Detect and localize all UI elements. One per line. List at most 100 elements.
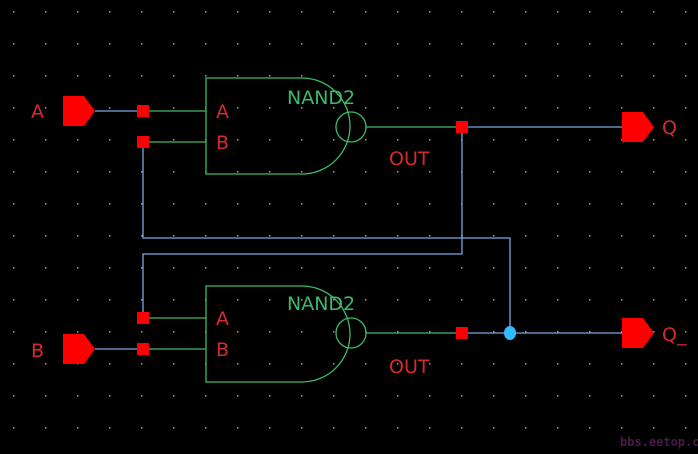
grid-dot [109, 75, 111, 77]
grid-dot [13, 331, 15, 333]
grid-dot [429, 139, 431, 141]
grid-dot [45, 171, 47, 173]
grid-dot [685, 107, 687, 109]
gate1-pin-b-label: B [216, 132, 229, 154]
grid-dot [269, 363, 271, 365]
grid-dot [557, 427, 559, 429]
grid-dot [109, 139, 111, 141]
grid-dot [653, 171, 655, 173]
grid-dot [493, 107, 495, 109]
grid-dot [365, 11, 367, 13]
grid-dot [397, 203, 399, 205]
grid-dot [205, 427, 207, 429]
grid-dot [685, 203, 687, 205]
grid-dot [13, 171, 15, 173]
grid-dot [525, 427, 527, 429]
grid-dot [237, 331, 239, 333]
grid-dot [557, 139, 559, 141]
grid-dot [397, 171, 399, 173]
grid-dot [589, 331, 591, 333]
pin-square[interactable] [137, 136, 149, 148]
grid-dot [141, 363, 143, 365]
grid-dot [397, 139, 399, 141]
grid-dot [173, 139, 175, 141]
grid-dot [237, 203, 239, 205]
grid-dot [77, 427, 79, 429]
output-pin-q[interactable] [622, 112, 654, 142]
grid-dot [13, 139, 15, 141]
nand-gate-2[interactable] [143, 285, 462, 383]
grid-dot [77, 75, 79, 77]
pin-square[interactable] [137, 343, 149, 355]
grid-dot [301, 363, 303, 365]
grid-dot [45, 299, 47, 301]
grid-dot [237, 267, 239, 269]
grid-dot [685, 139, 687, 141]
grid-dot [397, 43, 399, 45]
grid-dot [685, 75, 687, 77]
grid-dot [237, 299, 239, 301]
gate1-out-label: OUT [389, 148, 430, 170]
gate2-pin-b-label: B [216, 339, 229, 361]
grid-dot [493, 427, 495, 429]
grid-dot [77, 171, 79, 173]
grid-dot [557, 11, 559, 13]
wire-feedback-qbar[interactable] [142, 142, 511, 333]
grid-dot [653, 203, 655, 205]
grid-dot [173, 299, 175, 301]
grid-dot [589, 107, 591, 109]
grid-dot [525, 363, 527, 365]
output-pin-qbar[interactable] [622, 318, 654, 348]
grid-dot [45, 427, 47, 429]
grid-dot [461, 11, 463, 13]
grid-dot [13, 11, 15, 13]
grid-dot [333, 11, 335, 13]
grid-dot [333, 171, 335, 173]
input-pin-a[interactable] [63, 96, 95, 126]
grid-dot [109, 395, 111, 397]
grid-dot [301, 299, 303, 301]
grid-dot [653, 427, 655, 429]
grid-dot [365, 427, 367, 429]
grid-dot [461, 363, 463, 365]
grid-dot [621, 267, 623, 269]
grid-dot [653, 107, 655, 109]
grid-dot [333, 427, 335, 429]
grid-dot [493, 395, 495, 397]
grid-dot [205, 395, 207, 397]
grid-dot [685, 331, 687, 333]
grid-dot [621, 299, 623, 301]
grid-dot [109, 11, 111, 13]
grid-dot [525, 203, 527, 205]
nand-gate-1[interactable] [143, 77, 462, 175]
grid-dot [173, 235, 175, 237]
pin-square[interactable] [137, 105, 149, 117]
input-pin-b[interactable] [63, 334, 95, 364]
pin-square[interactable] [456, 121, 468, 133]
grid-dot [77, 235, 79, 237]
grid-dot [461, 299, 463, 301]
wire-feedback-q[interactable] [142, 127, 463, 318]
grid-dot [269, 299, 271, 301]
grid-dot [77, 331, 79, 333]
grid-dot [109, 203, 111, 205]
grid-dot [301, 235, 303, 237]
grid-dot [621, 75, 623, 77]
grid-dot [621, 11, 623, 13]
grid-dot [621, 363, 623, 365]
grid-dot [429, 75, 431, 77]
grid-dot [429, 331, 431, 333]
grid-dot [45, 363, 47, 365]
grid-dot [365, 43, 367, 45]
pin-square[interactable] [137, 312, 149, 324]
grid-dot [557, 395, 559, 397]
grid-dot [621, 171, 623, 173]
pin-square[interactable] [456, 327, 468, 339]
grid-dot [429, 203, 431, 205]
grid-dot [653, 267, 655, 269]
grid-dot [397, 363, 399, 365]
grid-dot [45, 235, 47, 237]
grid-dot [653, 363, 655, 365]
grid-dot [589, 43, 591, 45]
